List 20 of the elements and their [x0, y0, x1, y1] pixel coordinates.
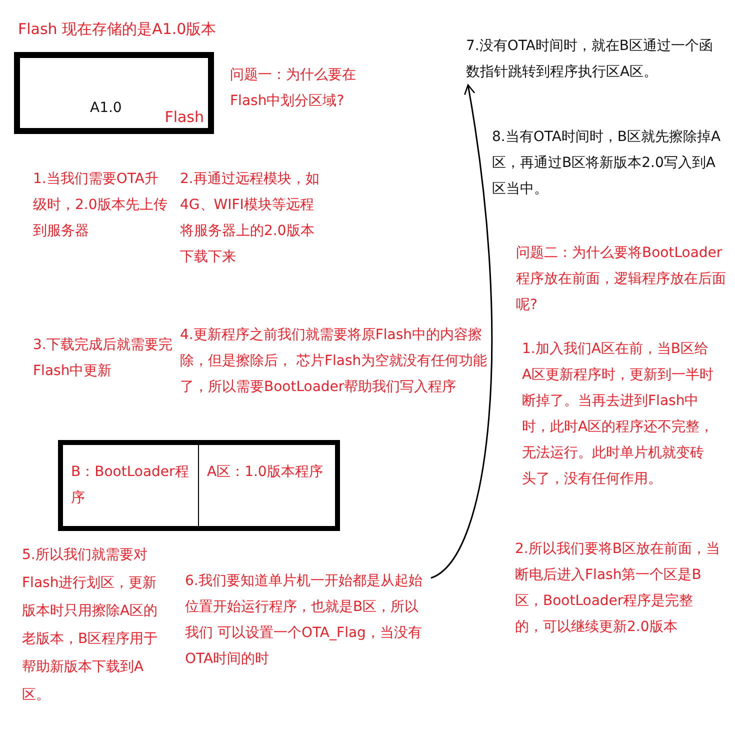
memory-box — [14, 52, 214, 134]
arrow — [430, 84, 492, 579]
note-text: 3.下载完成后就需要完Flash中更新 — [33, 336, 173, 381]
memory-box — [58, 440, 340, 531]
partition-label: A区：1.0版本程序 — [207, 463, 324, 482]
note-text: 问题一：为什么要在Flash中划分区域? — [230, 66, 357, 111]
note-text: 5.所以我们就需要对Flash进行划区，更新版本时只用擦除A区的老版本，B区程序用于帮助新版本下载到A区。 — [22, 546, 159, 705]
note-text: 1.加入我们A区在前，当B区给A区更新程序时，更新到一半时断掉了。当再去进到Flash中时，此时A区的程序还不完整，无法运行。此时单片机就变砖头了，没有任何作用。 — [522, 340, 715, 489]
note-text: 4.更新程序之前我们就需要将原Flash中的内容擦除，但是擦除后， 芯片Flash为空就没有任何功能了，所以需要BootLoader帮助我们写入程序 — [180, 326, 488, 397]
note-text: 6.我们要知道单片机一开始都是从起始位置开始运行程序，也就是B区，所以我们 可以设置一个OTA_Flag，当没有OTA时间的时 — [185, 568, 431, 672]
partition-label: B：BootLoader程序 — [71, 463, 190, 508]
version-label: A1.0 — [90, 100, 122, 116]
memory-label: Flash — [164, 108, 204, 126]
note-text: 2.所以我们要将B区放在前面，当断电后进入Flash第一个区是B区，BootLoader程序是完整的，可以继续更新2.0版本 — [515, 540, 720, 637]
note-text: 8.当有OTA时间时，B区就先擦除掉A区，再通过B区将新版本2.0写入到A区当中。 — [492, 128, 722, 199]
note-text: 问题二：为什么要将BootLoader程序放在前面，逻辑程序放在后面呢? — [516, 244, 727, 315]
note-text: 7.没有OTA时间时，就在B区通过一个函数指针跳转到程序执行区A区。 — [466, 33, 724, 85]
title: Flash 现在存储的是A1.0版本 — [18, 19, 216, 40]
note-text: 2.再通过远程模块，如4G、WIFI模块等远程将服务器上的2.0版本下载下来 — [180, 170, 320, 267]
note-text: 1.当我们需要OTA升级时，2.0版本先上传到服务器 — [33, 170, 168, 241]
